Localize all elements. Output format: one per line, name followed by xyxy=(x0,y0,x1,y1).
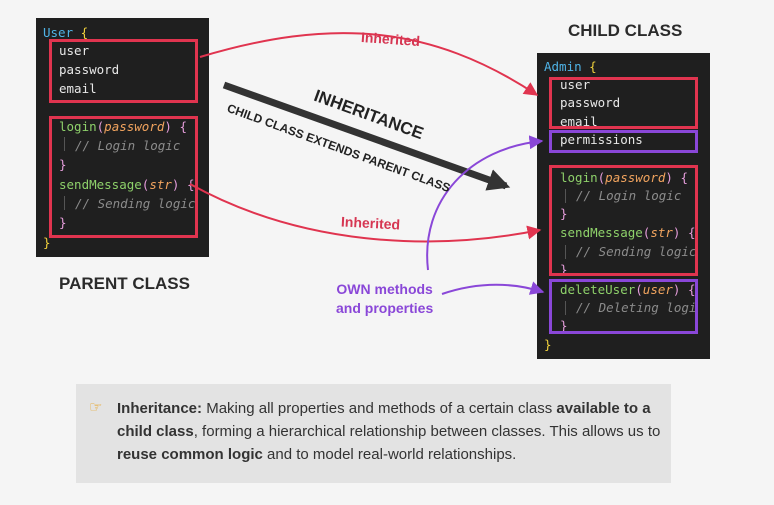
child-login-comment: // Login logic xyxy=(576,188,682,203)
parent-send-comment: // Sending logic xyxy=(75,196,196,211)
child-login-method: login(password) { xyxy=(560,170,688,185)
child-send-comment: // Sending logic xyxy=(576,244,697,259)
child-own-property-box xyxy=(549,130,698,153)
child-open-brace: { xyxy=(589,59,597,74)
child-prop-password: password xyxy=(560,95,621,110)
inherited-label-bottom: Inherited xyxy=(340,213,401,233)
parent-class-name: User xyxy=(43,25,74,40)
parent-open-brace: { xyxy=(80,25,89,40)
own-arrow-property xyxy=(426,135,544,271)
parent-send-close: } xyxy=(59,215,67,230)
parent-prop-email: email xyxy=(59,81,97,96)
child-delete-close: } xyxy=(560,318,568,333)
child-inherited-methods-box xyxy=(549,165,698,276)
parent-class-header: User { xyxy=(43,25,88,41)
child-send-close: } xyxy=(560,262,568,277)
parent-prop-password: password xyxy=(59,62,120,77)
inheritance-note-text: Inheritance: Making all properties and m… xyxy=(117,400,661,463)
child-inherited-properties-box xyxy=(549,77,698,129)
child-class-header: Admin { xyxy=(544,59,597,75)
parent-login-comment: // Login logic xyxy=(75,138,181,153)
inherited-arrow-top xyxy=(199,32,539,96)
parent-class-code: User { user password email login(passwor… xyxy=(36,18,209,257)
child-close-brace: } xyxy=(544,337,552,352)
indent-guide xyxy=(565,301,566,315)
child-delete-comment: // Deleting logic xyxy=(576,300,697,315)
parent-class-label: PARENT CLASS xyxy=(59,274,190,293)
own-arrow-method xyxy=(441,281,545,295)
inheritance-note: ☞ Inheritance: Making all properties and… xyxy=(76,384,671,483)
child-prop-user: user xyxy=(560,77,591,92)
parent-login-method: login(password) { xyxy=(59,119,187,134)
parent-login-close: } xyxy=(59,157,67,172)
child-login-close: } xyxy=(560,206,568,221)
indent-guide xyxy=(565,189,566,203)
child-own-method-box xyxy=(549,279,698,334)
own-methods-label-line2: and properties xyxy=(336,300,434,316)
indent-guide xyxy=(64,196,65,210)
indent-guide xyxy=(64,137,65,151)
pointing-hand-icon: ☞ xyxy=(89,399,103,416)
child-send-method: sendMessage(str) { xyxy=(560,225,696,240)
inheritance-big-arrow xyxy=(222,81,511,191)
indent-guide xyxy=(565,245,566,259)
child-delete-method: deleteUser(user) { xyxy=(560,282,696,297)
child-prop-permissions: permissions xyxy=(560,132,643,147)
child-class-label: CHILD CLASS xyxy=(568,21,683,40)
parent-methods-box xyxy=(49,116,198,238)
parent-properties-box xyxy=(49,39,198,103)
parent-prop-user: user xyxy=(59,43,90,58)
child-class-name: Admin xyxy=(544,59,582,74)
own-methods-label: OWN methods and properties xyxy=(336,280,433,318)
child-prop-email: email xyxy=(560,114,598,129)
child-class-code: Admin { user password email permissions … xyxy=(537,53,710,359)
own-methods-label-line1: OWN methods xyxy=(336,281,433,297)
inherited-arrow-bottom xyxy=(189,183,542,243)
parent-close-brace: } xyxy=(43,235,51,250)
